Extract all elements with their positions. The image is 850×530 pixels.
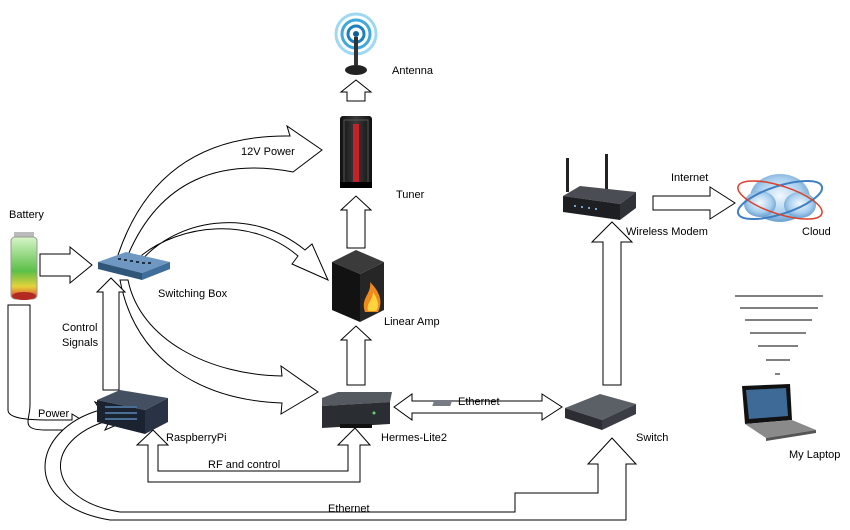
network-hub-icon: [98, 252, 170, 280]
battery-icon: [10, 232, 38, 300]
arrow-ethernet-hermes-switch: [393, 393, 563, 421]
switch-label: Switch: [636, 432, 668, 444]
raspberrypi-label: RaspberryPi: [166, 432, 227, 444]
switching-box-label: Switching Box: [158, 288, 228, 300]
network-switch-icon: [432, 394, 636, 430]
internet-label: Internet: [671, 172, 708, 184]
tuner-tower-icon: [340, 116, 372, 188]
arrow-tuner-to-antenna: [339, 79, 373, 102]
control-signals-label-2: Signals: [62, 337, 99, 349]
cloud-globe-icon: [736, 174, 824, 222]
arrow-hermes-to-amp: [339, 325, 373, 386]
linear-amp-label: Linear Amp: [384, 316, 440, 328]
ethernet-bottom-label: Ethernet: [328, 503, 370, 515]
arrow-control-signals: [95, 277, 127, 391]
twelve-v-power-label: 12V Power: [241, 146, 295, 158]
laptop-signal-icon: [735, 295, 823, 375]
radio-box-icon: [322, 392, 392, 428]
hermes-label: Hermes-Lite2: [381, 432, 447, 444]
arrow-battery-to-switchbox: [39, 245, 93, 285]
wifi-antenna-icon: [334, 12, 378, 75]
arrow-switchbox-to-amp: [139, 222, 329, 281]
laptop-label: My Laptop: [789, 449, 840, 461]
arrow-switchbox-to-hermes: [119, 279, 319, 415]
arrow-internet: [652, 186, 736, 220]
arrow-amp-to-tuner: [339, 195, 373, 249]
control-signals-label-1: Control: [62, 322, 97, 334]
battery-label: Battery: [9, 209, 44, 221]
server-icon: [97, 390, 168, 434]
wireless-modem-label: Wireless Modem: [626, 226, 708, 238]
cloud-label: Cloud: [802, 226, 831, 238]
wifi-router-icon: [563, 154, 636, 220]
arrow-switch-to-modem: [590, 221, 634, 386]
power-label: Power: [38, 408, 70, 420]
ethernet-top-label: Ethernet: [458, 396, 500, 408]
rf-control-label: RF and control: [208, 459, 280, 471]
amplifier-flame-icon: [332, 250, 384, 322]
tuner-label: Tuner: [396, 189, 425, 201]
arrow-12v-power: [117, 124, 323, 256]
laptop-icon: [742, 384, 816, 441]
arrow-rf-control: [135, 427, 372, 483]
antenna-label: Antenna: [392, 65, 434, 77]
